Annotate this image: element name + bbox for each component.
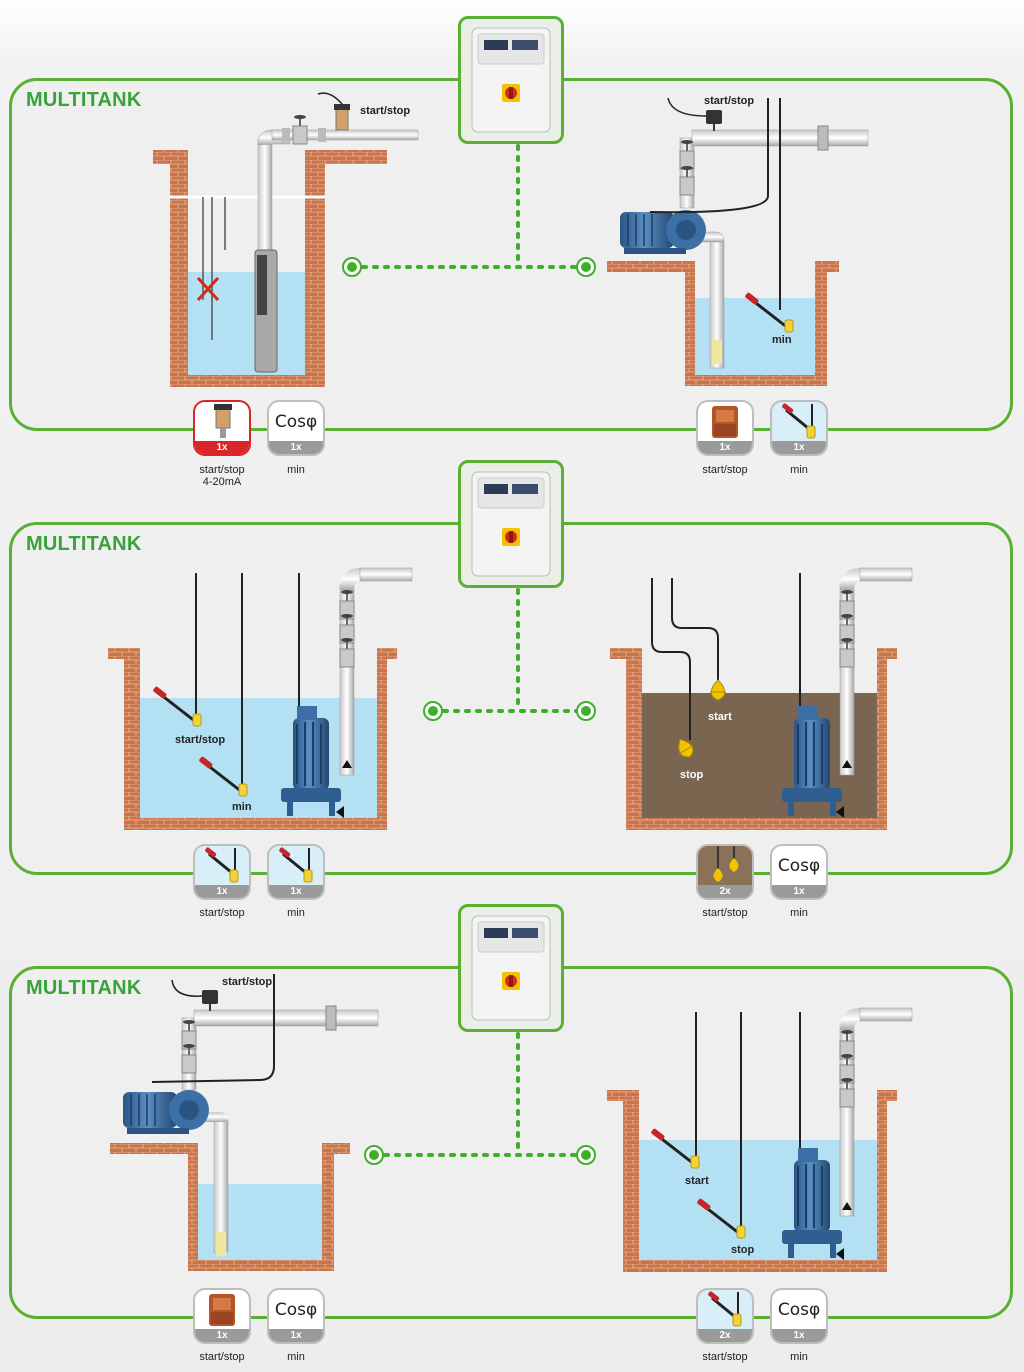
pressure-switch-icon — [712, 406, 738, 438]
badge-caption-line2: 4-20mA — [202, 476, 242, 488]
float-switch-icon — [782, 403, 816, 439]
badge-caption: start/stop 4-20mA — [177, 464, 267, 488]
badge-caption: start/stop — [702, 1351, 748, 1363]
badge-count: 2x — [698, 1329, 752, 1342]
label-min: min — [232, 801, 252, 813]
scene-3-left: start/stop — [110, 974, 379, 1271]
pressure-transducer-icon — [214, 404, 232, 438]
label-start: start — [708, 711, 732, 723]
float-switch-icon — [708, 1291, 742, 1327]
badge-float-switch: 2x — [696, 1288, 754, 1344]
badge-float-switch: 1x — [770, 400, 828, 456]
badge-count: 1x — [772, 885, 826, 898]
badge-count: 1x — [772, 441, 826, 454]
float-switch-icon — [205, 847, 239, 883]
label-start-stop: start/stop — [360, 105, 410, 117]
scene-1-right: start/stop min — [607, 95, 869, 386]
cosphi-icon: Cosφ — [777, 856, 821, 876]
connector-3 — [364, 1032, 596, 1165]
badge-caption: min — [287, 1351, 305, 1363]
label-start-stop: start/stop — [704, 95, 754, 107]
pressure-switch-icon — [209, 1294, 235, 1326]
badge-caption: min — [790, 1351, 808, 1363]
badge-pressure-switch: 1x — [696, 400, 754, 456]
control-panel-3 — [458, 904, 564, 1032]
badge-float-switch: 1x — [193, 844, 251, 900]
scene-3-right: start stop — [607, 1007, 913, 1272]
label-stop: stop — [680, 769, 704, 781]
badge-caption: start/stop — [199, 1351, 245, 1363]
badge-caption-line1: start/stop — [199, 464, 245, 476]
badge-count: 1x — [698, 441, 752, 454]
badge-cosphi: Cosφ 1x — [770, 844, 828, 900]
badge-cosphi: Cosφ 1x — [267, 400, 325, 456]
panel-title: MULTITANK — [26, 533, 142, 555]
connector-1 — [342, 144, 596, 277]
badge-count: 2x — [698, 885, 752, 898]
cosphi-icon: Cosφ — [274, 412, 318, 432]
cosphi-icon: Cosφ — [274, 1300, 318, 1320]
badge-count: 1x — [269, 1329, 323, 1342]
badge-count: 1x — [195, 1329, 249, 1342]
badge-cosphi: Cosφ 1x — [770, 1288, 828, 1344]
badge-caption: min — [287, 464, 305, 476]
control-box-icon — [471, 27, 551, 133]
label-stop: stop — [731, 1244, 755, 1256]
badge-caption: min — [790, 464, 808, 476]
badge-pressure-transducer: 1x — [193, 400, 251, 456]
label-start-stop: start/stop — [175, 734, 225, 746]
badge-float-switch: 1x — [267, 844, 325, 900]
badge-count: 1x — [195, 441, 249, 454]
badge-caption: min — [287, 907, 305, 919]
control-box-icon — [471, 915, 551, 1021]
badge-caption: start/stop — [702, 464, 748, 476]
badge-caption: min — [790, 907, 808, 919]
label-start: start — [685, 1175, 709, 1187]
badge-count: 1x — [772, 1329, 826, 1342]
badge-count: 1x — [195, 885, 249, 898]
cosphi-icon: Cosφ — [777, 1300, 821, 1320]
scene-2-right: start stop — [610, 567, 913, 830]
badge-count: 1x — [269, 441, 323, 454]
badge-caption: start/stop — [199, 907, 245, 919]
control-box-icon — [471, 471, 551, 577]
badge-pear-float: 2x — [696, 844, 754, 900]
scene-1-left: start/stop — [153, 92, 419, 387]
panel-title: MULTITANK — [26, 89, 142, 111]
badge-caption: start/stop — [702, 907, 748, 919]
label-min: min — [772, 334, 792, 346]
label-start-stop: start/stop — [222, 976, 272, 988]
control-panel-1 — [458, 16, 564, 144]
pear-float-icon — [713, 846, 739, 882]
scene-2-left: start/stop min — [108, 567, 413, 830]
badge-pressure-switch: 1x — [193, 1288, 251, 1344]
connector-2 — [423, 588, 596, 721]
control-panel-2 — [458, 460, 564, 588]
badge-cosphi: Cosφ 1x — [267, 1288, 325, 1344]
float-switch-icon — [279, 847, 313, 883]
badge-count: 1x — [269, 885, 323, 898]
panel-title: MULTITANK — [26, 977, 142, 999]
